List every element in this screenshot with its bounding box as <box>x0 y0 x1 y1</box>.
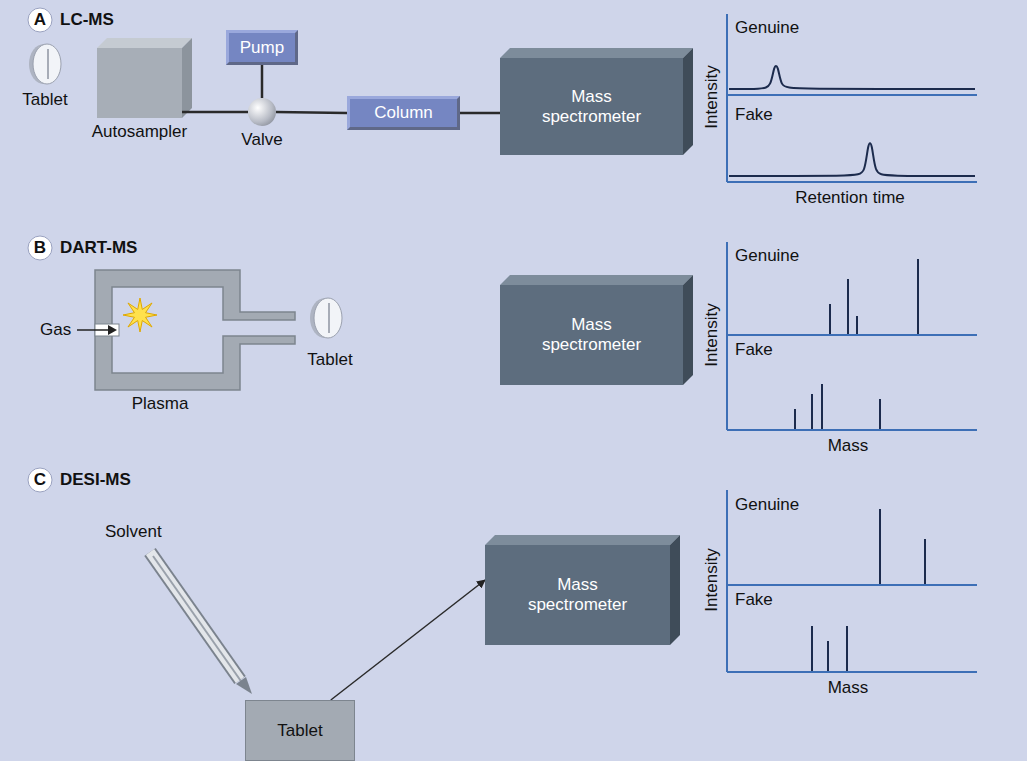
node-label: Tablet <box>277 721 322 741</box>
spectrum-peak <box>811 626 813 671</box>
sample-stage: Tablet <box>245 700 355 761</box>
x-axis <box>727 671 977 673</box>
tablet-score <box>47 49 49 79</box>
axis-label: Intensity <box>702 548 722 611</box>
axis-label: Mass <box>828 436 869 456</box>
spectrum-peak <box>879 509 881 584</box>
box-side-face <box>670 535 680 645</box>
connector <box>182 111 248 114</box>
gas-label: Gas <box>40 320 71 340</box>
trace-label: Fake <box>735 590 773 610</box>
solvent-label: Solvent <box>105 522 162 542</box>
node-label: Pump <box>240 38 284 58</box>
panel-badge <box>28 236 52 260</box>
box-side-face <box>683 275 693 385</box>
panel-letter: A <box>34 10 46 30</box>
x-axis <box>727 334 977 336</box>
panel-letter: C <box>34 470 46 490</box>
spectrum-peak <box>846 626 848 671</box>
pump-box: Pump <box>226 30 298 65</box>
x-axis <box>727 429 977 431</box>
panel-badge <box>28 8 52 32</box>
plasma-housing <box>95 270 295 390</box>
trace-label: Fake <box>735 340 773 360</box>
node-label: Mass spectrometer <box>527 87 657 127</box>
box-side-face <box>182 38 192 118</box>
connector <box>331 580 485 700</box>
spectrum-peak <box>847 279 849 334</box>
panel-title: DART-MS <box>60 238 137 258</box>
chromatogram-trace <box>729 66 975 89</box>
trace-label: Genuine <box>735 18 799 38</box>
box-top-face <box>500 275 693 285</box>
node-label: Mass spectrometer <box>513 575 643 615</box>
mass-spectrometer-box: Mass spectrometer <box>485 545 670 645</box>
node-label: Valve <box>241 130 282 150</box>
chromatogram-trace <box>729 143 975 176</box>
plasma-source: Plasma <box>95 270 295 390</box>
panel-badge <box>28 468 52 492</box>
node-label: Column <box>374 103 433 123</box>
connector <box>276 112 347 113</box>
panel-title: DESI-MS <box>60 470 131 490</box>
node-label: Mass spectrometer <box>527 315 657 355</box>
connector <box>261 65 264 98</box>
spectrum-peak <box>924 539 926 584</box>
axis-label: Retention time <box>795 188 905 208</box>
y-axis <box>726 490 728 672</box>
plasma-source-outline <box>95 270 295 390</box>
x-axis <box>727 181 977 183</box>
axis-label: Intensity <box>702 303 722 366</box>
spectrum-peak <box>811 394 813 429</box>
column-box: Column <box>347 96 460 130</box>
spectrum-peak <box>879 399 881 429</box>
tablet-face <box>314 298 342 338</box>
panel-letter: B <box>34 238 46 258</box>
gas-arrow-head <box>108 325 117 335</box>
spectrum-peak <box>917 259 919 334</box>
x-axis <box>727 94 977 96</box>
box-top-face <box>485 535 680 545</box>
box-side-face <box>683 48 693 155</box>
node-label: Plasma <box>132 394 189 414</box>
valve-sphere: Valve <box>248 98 276 126</box>
spectrum-peak <box>821 384 823 429</box>
tablet-score <box>328 303 330 333</box>
box-top-face <box>97 38 192 48</box>
sprayer-tip <box>236 677 252 694</box>
mass-spectrometer-box: Mass spectrometer <box>500 58 683 155</box>
autosampler-box: Autosampler <box>97 48 182 118</box>
trace-label: Genuine <box>735 495 799 515</box>
plasma-discharge <box>123 298 157 332</box>
tablet-face <box>33 44 61 84</box>
y-axis <box>726 14 728 182</box>
axis-label: Mass <box>828 678 869 698</box>
trace-label: Fake <box>735 105 773 125</box>
solvent-capillary <box>153 556 243 684</box>
sample-label: Tablet <box>307 350 352 370</box>
axis-label: Intensity <box>702 65 722 128</box>
spectrum-peak <box>794 409 796 429</box>
box-top-face <box>500 48 693 58</box>
sample-label: Tablet <box>22 90 67 110</box>
spectrum-peak <box>829 304 831 334</box>
node-label: Autosampler <box>92 122 187 142</box>
panel-title: LC-MS <box>60 10 114 30</box>
gas-arrow <box>77 329 111 331</box>
spectrum-peak <box>827 641 829 671</box>
mass-spectrometer-box: Mass spectrometer <box>500 285 683 385</box>
trace-label: Genuine <box>735 246 799 266</box>
x-axis <box>727 584 977 586</box>
spectrum-peak <box>856 316 858 334</box>
connector <box>460 112 500 115</box>
